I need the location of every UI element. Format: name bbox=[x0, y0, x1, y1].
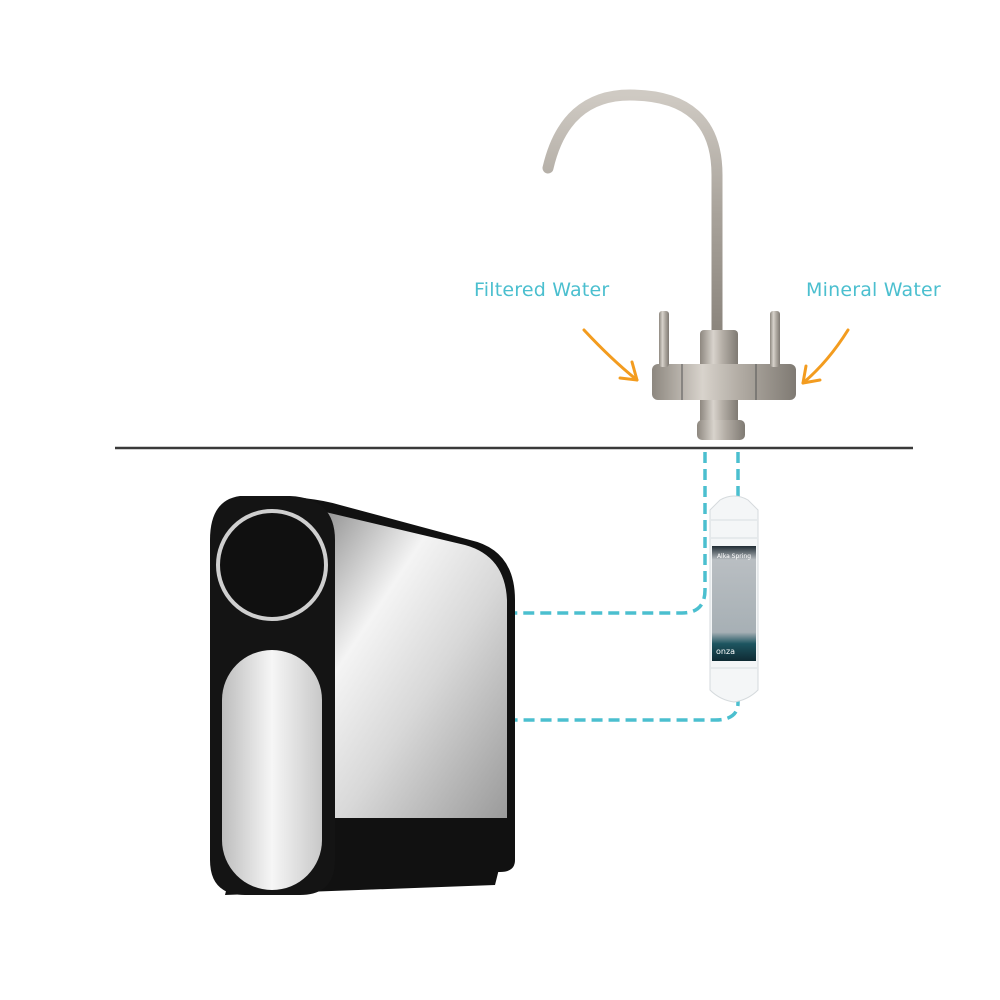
dashed-pipes bbox=[515, 452, 740, 722]
curved-arrow-down-left-icon bbox=[801, 328, 850, 385]
arrows bbox=[582, 328, 850, 385]
mineral-water-label: Mineral Water bbox=[806, 279, 941, 301]
unit-front-pill bbox=[222, 650, 322, 890]
faucet-handle-right bbox=[770, 311, 780, 367]
mineral-filter-cartridge: Alka Spring onza bbox=[709, 495, 759, 703]
unit-silver-panel bbox=[300, 506, 507, 820]
svg-text:Alka Spring: Alka Spring bbox=[717, 553, 751, 560]
pipe-mineral bbox=[515, 695, 740, 722]
filter-label bbox=[712, 546, 756, 661]
filtered-water-label: Filtered Water bbox=[474, 279, 610, 301]
faucet-handle-left bbox=[659, 311, 669, 367]
ro-filter-unit bbox=[210, 496, 515, 895]
faucet-spout bbox=[542, 89, 723, 341]
curved-arrow-down-right-icon bbox=[582, 328, 639, 382]
faucet bbox=[542, 89, 796, 440]
pipe-filtered bbox=[515, 452, 707, 615]
svg-text:onza: onza bbox=[716, 647, 735, 656]
unit-dial bbox=[216, 509, 328, 621]
